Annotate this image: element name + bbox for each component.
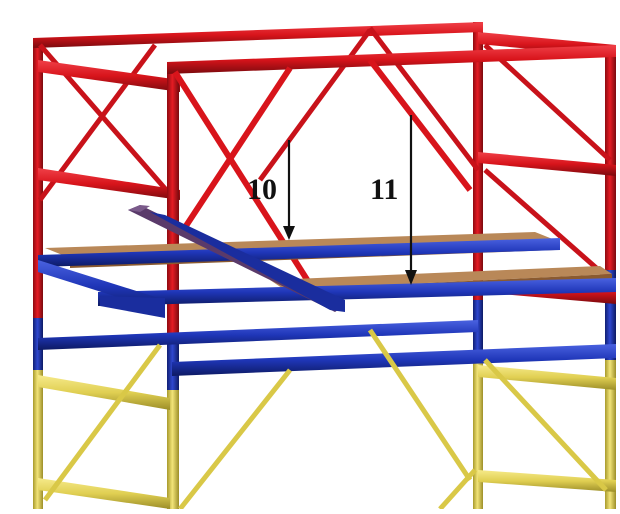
lower-deck-board [270, 266, 612, 290]
yellow-rail-right-2 [478, 470, 616, 492]
back-brace [257, 28, 373, 182]
back-mid-rail [38, 168, 180, 200]
yellow-brace [367, 328, 473, 482]
yellow-brace [483, 358, 608, 492]
front-diagonal-brace [177, 66, 293, 237]
right-side-brace [483, 168, 612, 282]
back-top-rail [33, 22, 483, 48]
yellow-brace [438, 468, 477, 511]
front-diagonal-brace [172, 70, 323, 302]
blue-deck-beam-back [38, 238, 560, 267]
guard-plank-top [128, 205, 150, 212]
front-left-post-red [167, 62, 179, 340]
callout-arrow-10 [283, 140, 295, 240]
back-right-post-red [473, 22, 483, 322]
front-diagonal-brace [367, 58, 473, 192]
yellow-brace [42, 343, 163, 502]
back-left-post-yellow [33, 370, 43, 509]
callout-label-10: 10 [247, 173, 277, 206]
guard-plank-blue [150, 212, 345, 312]
blue-deck-beam-front [98, 278, 616, 306]
blue-lower-rail-back [38, 320, 478, 350]
front-left-post-yellow [167, 390, 179, 509]
callout-arrow-11 [405, 115, 417, 285]
front-top-rail [167, 45, 616, 74]
right-mid-rail [478, 152, 616, 176]
blue-lower-rail-front [172, 344, 616, 376]
right-side-post-yellow [605, 360, 616, 509]
yellow-rail-back [38, 375, 170, 410]
back-right-post-yellow [473, 350, 483, 509]
yellow-rail-back-2 [38, 478, 170, 509]
yellow-brace [178, 368, 292, 511]
callout-label-11: 11 [370, 173, 399, 206]
right-side-post-red [605, 45, 616, 280]
blue-deck-tray [100, 296, 165, 318]
right-side-brace [483, 43, 612, 162]
yellow-rail-right [478, 365, 616, 390]
right-side-post-blue [605, 270, 616, 360]
back-mid-rail [38, 60, 180, 92]
back-brace [368, 26, 480, 172]
